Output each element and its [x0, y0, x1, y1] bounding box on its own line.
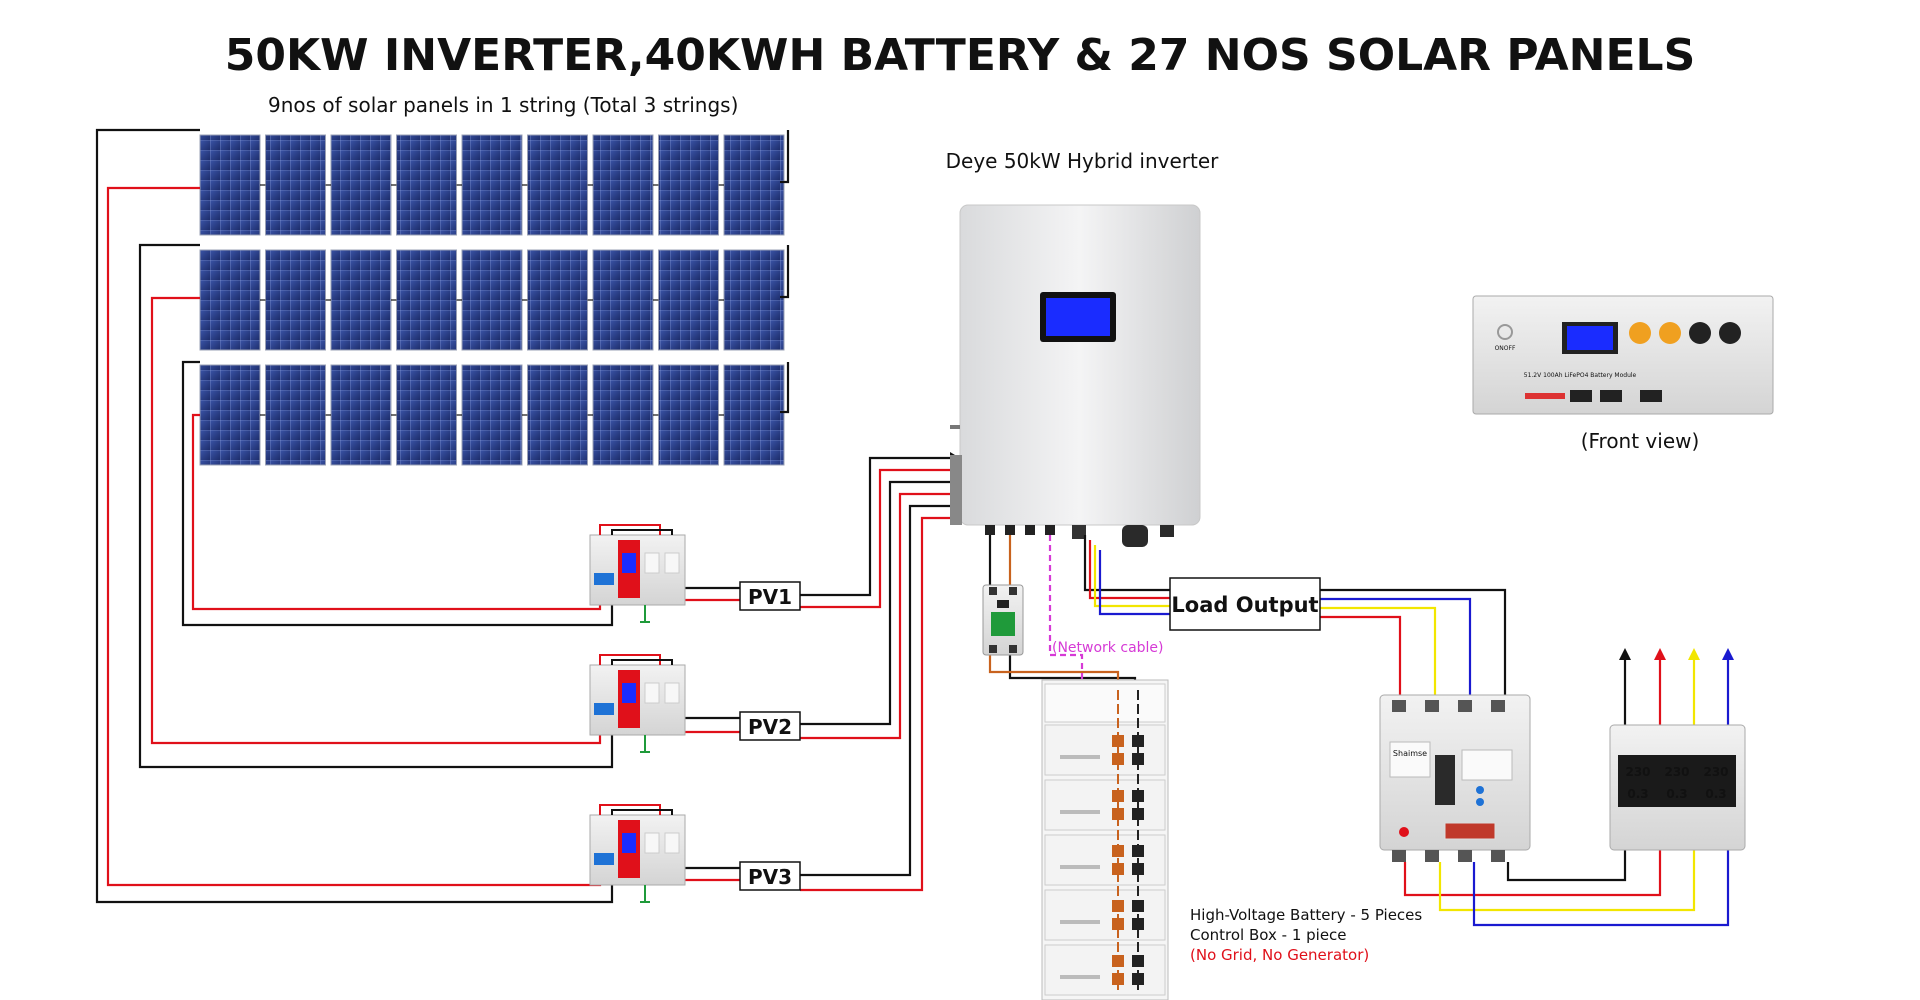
solar-panel	[330, 364, 392, 466]
string-wiring	[95, 128, 790, 904]
pv-to-inverter-wiring	[660, 456, 950, 892]
battery-module	[1044, 834, 1166, 886]
spd-unit-1	[589, 524, 686, 623]
solar-panel	[265, 364, 326, 466]
battery-module-label: 51.2V 100Ah LiFePO4 Battery Module	[1524, 372, 1637, 379]
solar-panel	[199, 364, 261, 466]
solar-panel	[723, 134, 785, 236]
solar-panel	[330, 134, 392, 236]
battery-brand-text: ONOFF	[1495, 345, 1516, 352]
solar-panel	[723, 364, 785, 466]
panels-caption: 9nos of solar panels in 1 string (Total …	[268, 93, 738, 117]
load-output-label: Load Output	[1171, 593, 1318, 617]
ac-output-wiring	[1083, 535, 1507, 700]
solar-panel	[396, 364, 457, 466]
hybrid-inverter	[950, 204, 1201, 547]
breaker-to-meter-wiring	[1403, 652, 1730, 927]
breaker-brand: Shaimse	[1393, 749, 1427, 758]
spd-unit-3	[589, 804, 686, 903]
solar-panel	[527, 364, 588, 466]
control-box	[1044, 683, 1166, 723]
battery-module	[1044, 724, 1166, 776]
battery-module	[1044, 944, 1166, 996]
solar-panel	[527, 249, 588, 351]
solar-panel	[527, 134, 588, 236]
solar-panel	[592, 249, 654, 351]
pv3-box: PV3	[739, 861, 801, 891]
solar-panel	[461, 249, 523, 351]
battery-module	[1044, 889, 1166, 941]
pv3-label: PV3	[748, 865, 792, 889]
front-view-caption: (Front view)	[1581, 429, 1700, 453]
spd-unit-2	[589, 654, 686, 753]
meter-output-arrows	[1619, 648, 1734, 660]
solar-panel	[592, 364, 654, 466]
pv2-box: PV2	[739, 711, 801, 741]
solar-panel	[658, 249, 719, 351]
meter-reading-1: 230	[1625, 765, 1650, 779]
solar-panel	[199, 249, 261, 351]
inverter-lcd-screen	[1046, 298, 1110, 336]
load-output-box: Load Output	[1169, 577, 1321, 631]
solar-panel	[396, 134, 457, 236]
voltage-meter: 230 230 230 0.3 0.3 0.3	[1609, 724, 1746, 851]
solar-panel	[592, 134, 654, 236]
solar-panel	[723, 249, 785, 351]
solar-panel	[265, 134, 326, 236]
meter-reading-5: 0.3	[1666, 787, 1687, 801]
meter-reading-2: 230	[1664, 765, 1689, 779]
meter-reading-3: 230	[1703, 765, 1728, 779]
battery-module	[1044, 779, 1166, 831]
battery-stack-note: (No Grid, No Generator)	[1190, 946, 1369, 964]
pv2-label: PV2	[748, 715, 792, 739]
meter-reading-4: 0.3	[1627, 787, 1648, 801]
battery-front-view: ONOFF 51.2V 100Ah LiFePO4 Battery Module	[1472, 295, 1774, 415]
diagram-title: 50KW INVERTER,40KWH BATTERY & 27 NOS SOL…	[225, 30, 1696, 81]
solar-panel	[396, 249, 457, 351]
battery-dc-isolator	[982, 584, 1024, 656]
solar-panel	[461, 134, 523, 236]
solar-panel	[658, 364, 719, 466]
pv1-label: PV1	[748, 585, 792, 609]
solar-panel-array	[199, 134, 785, 466]
high-voltage-battery-stack	[1041, 679, 1169, 1000]
solar-panel	[199, 134, 261, 236]
pv1-box: PV1	[739, 581, 801, 611]
battery-lcd-screen	[1567, 326, 1613, 350]
battery-stack-line1: High-Voltage Battery - 5 Pieces	[1190, 906, 1422, 924]
meter-reading-6: 0.3	[1705, 787, 1726, 801]
solar-panel	[265, 249, 326, 351]
inverter-caption: Deye 50kW Hybrid inverter	[946, 149, 1220, 173]
dc-protection-units	[589, 524, 686, 903]
solar-panel	[658, 134, 719, 236]
network-cable-label: (Network cable)	[1052, 640, 1164, 656]
solar-panel	[330, 249, 392, 351]
solar-panel	[461, 364, 523, 466]
battery-stack-line2: Control Box - 1 piece	[1190, 926, 1347, 944]
ac-main-breaker: Shaimse	[1379, 694, 1531, 862]
